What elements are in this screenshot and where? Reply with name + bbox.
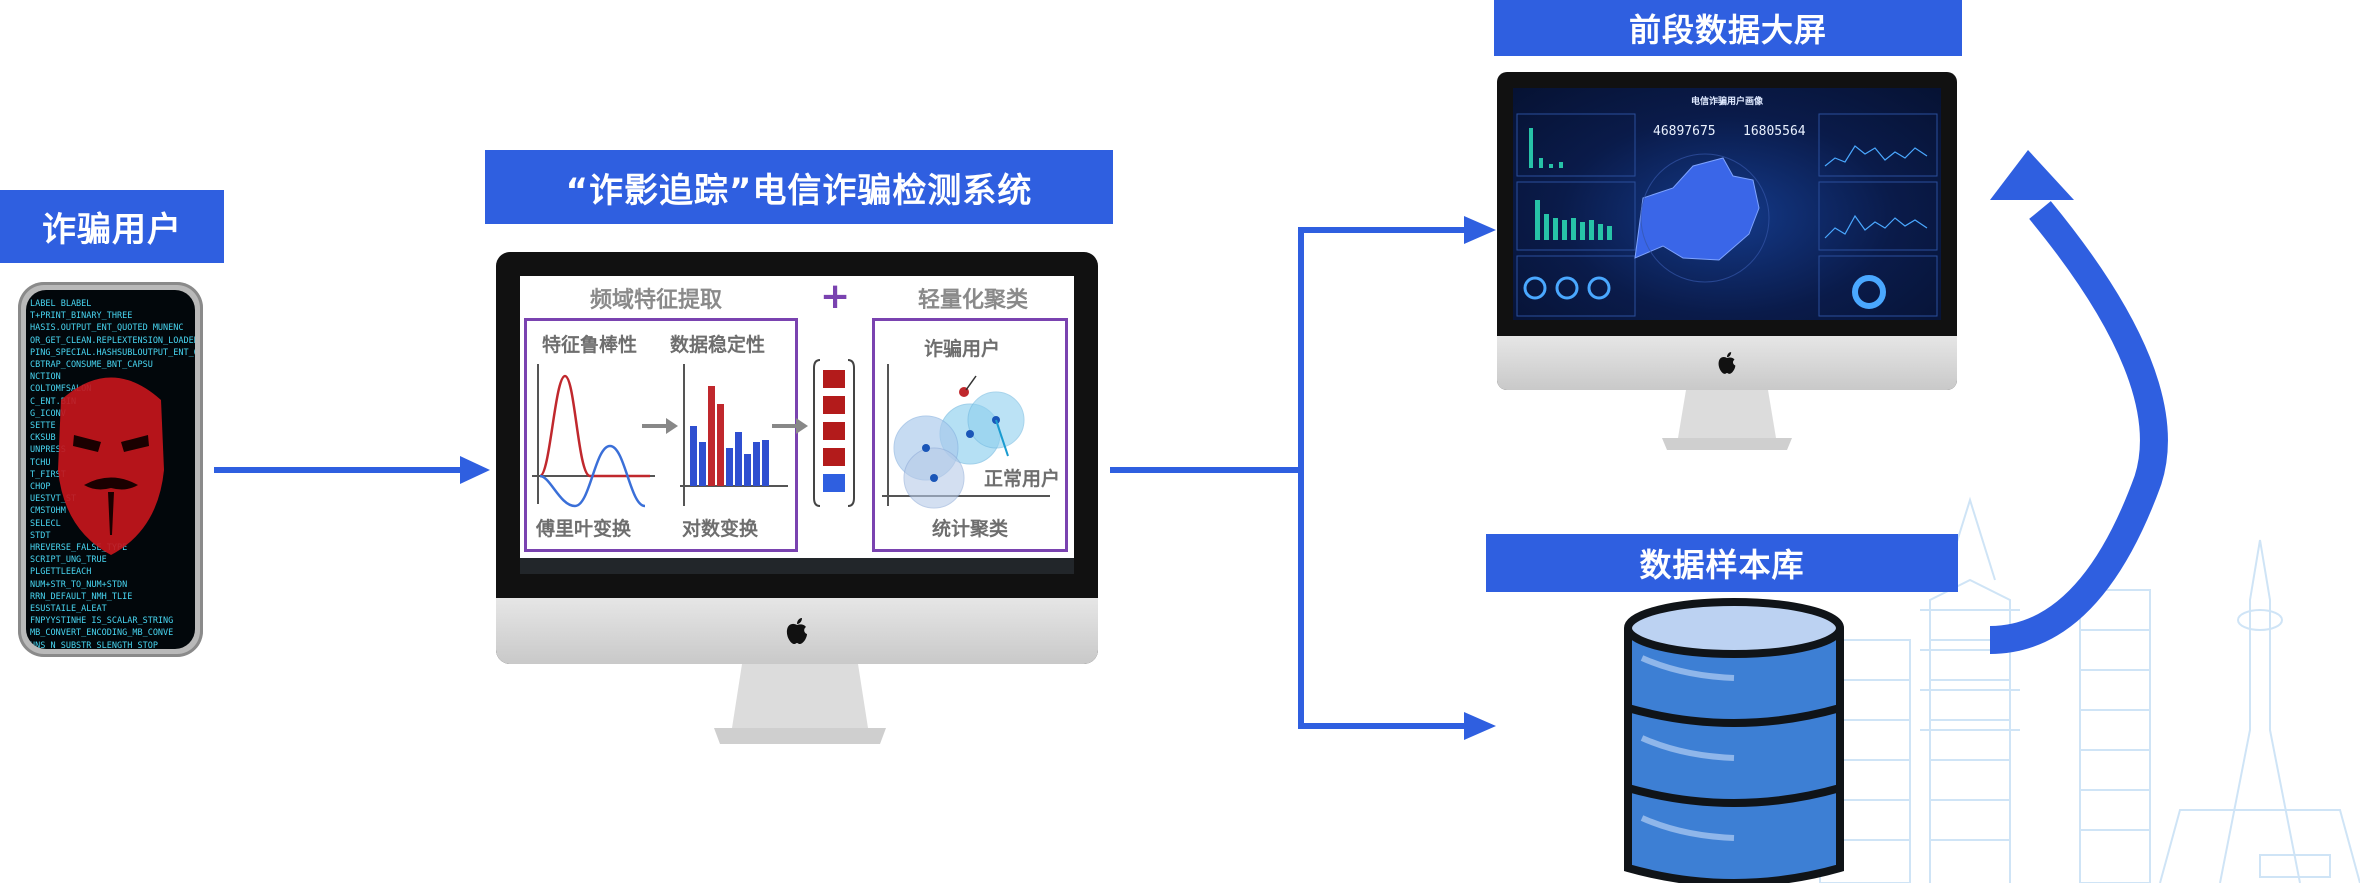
branch-arrows xyxy=(1110,216,1496,740)
fourier-label: 傅里叶变换 xyxy=(536,518,632,540)
phone-code-line: SELECL xyxy=(30,518,61,529)
phone-code-line: ESUSTAILE_ALEAT xyxy=(30,604,107,615)
apple-logo-icon xyxy=(786,618,807,644)
curved-feedback-arrow xyxy=(1989,150,2168,654)
normal-user-label: 正常用户 xyxy=(984,468,1061,490)
frontend-title: 前段数据大屏 xyxy=(1628,11,1827,49)
cluster-scatter-chart xyxy=(882,364,1050,509)
phone-code-line: HASIS.OUTPUT_ENT_QUOTED MUNENC xyxy=(30,323,184,334)
fourier-wave-chart xyxy=(532,364,655,508)
phone-code-line: NUM+STR_TO_NUM+STDN xyxy=(30,579,128,590)
clustering-panel xyxy=(872,318,1068,552)
dashboard-monitor: 电信诈骗用户画像 46897675 16805564 xyxy=(1497,72,1957,390)
phone-code-line: CMSTOHM xyxy=(30,506,66,517)
dashboard-screen: 电信诈骗用户画像 46897675 16805564 xyxy=(1513,88,1941,320)
dashboard-widgets xyxy=(1516,113,1938,317)
dashboard-number-2: 16805564 xyxy=(1743,124,1806,139)
feature-robust-label: 特征鲁棒性 xyxy=(542,334,638,356)
phone-code-line: NCTION xyxy=(30,372,61,383)
feature-extraction-panel xyxy=(524,318,798,552)
arrow-right-icon xyxy=(642,418,678,434)
plus-sign: + xyxy=(820,276,851,317)
data-stable-label: 数据稳定性 xyxy=(670,334,766,356)
fraud-user-banner: 诈骗用户 xyxy=(0,190,224,263)
phone-code-line: T_FIRST xyxy=(30,469,66,480)
phone-code-line: TCHU xyxy=(30,457,51,468)
arrow-to-system xyxy=(214,456,490,484)
log-transform-label: 对数变换 xyxy=(682,518,759,540)
phone-code-line: MB_CONVERT_ENCODING_MB_CONVE xyxy=(30,628,174,639)
phone-code-line: PLGETTLEEACH xyxy=(30,567,92,578)
phone-code-line: HREVERSE_FALSE_TYPE xyxy=(30,543,128,554)
monitor-chin xyxy=(496,598,1098,664)
system-screen: 频域特征提取 特征鲁棒性 数据稳定性 傅里叶变换 对数变换 xyxy=(520,276,1074,574)
phone-code-line: UNS_N SUBSTR_SLENGTH_STOP xyxy=(30,640,158,649)
statistic-cluster-label: 统计聚类 xyxy=(932,518,1009,540)
dashboard-number-1: 46897675 xyxy=(1653,124,1716,139)
panel-left-title: 频域特征提取 xyxy=(590,288,723,313)
phone-code-line: SCRIPT_UNG_TRUE xyxy=(30,555,107,566)
phone-code-line: OR_GET_CLEAN.REPLEXTENSION_LOADED xyxy=(30,335,195,346)
database-banner: 数据样本库 xyxy=(1486,534,1958,592)
log-bar-chart xyxy=(680,364,788,506)
apple-logo-icon xyxy=(1718,352,1736,374)
frontend-banner: 前段数据大屏 xyxy=(1494,0,1962,56)
arrow-right-icon xyxy=(772,418,808,434)
dashboard-monitor-chin xyxy=(1497,336,1957,390)
phone-code-line: LABEL BLABEL xyxy=(30,299,92,309)
system-title: “诈影追踪”电信诈骗检测系统 xyxy=(565,170,1033,211)
phone-code-line: RRN_DEFAULT_NMH_TLIE xyxy=(30,591,133,602)
phone-code-line: G_ICONV xyxy=(30,408,66,419)
monitor-stand xyxy=(714,664,886,744)
phone-code-line: C_ENT.BIN xyxy=(30,396,77,407)
phone-code-line: STDT xyxy=(30,530,51,541)
fraud-user-title: 诈骗用户 xyxy=(42,210,182,250)
system-monitor: 频域特征提取 特征鲁棒性 数据稳定性 傅里叶变换 对数变换 xyxy=(496,252,1098,664)
screen-taskbar xyxy=(520,558,1074,574)
phone-code-line: UNPRESS xyxy=(30,445,66,456)
phone-code-line: CKSUB xyxy=(30,433,56,444)
system-banner: “诈影追踪”电信诈骗检测系统 xyxy=(485,150,1113,224)
feature-vector-icon xyxy=(813,359,855,507)
phone-code-line: T+PRINT_BINARY_THREE xyxy=(30,311,133,322)
database-icon xyxy=(1624,598,1844,883)
phone-code-line: CBTRAP_CONSUME_BNT_CAPSU xyxy=(30,360,153,371)
dashboard-monitor-stand xyxy=(1662,390,1792,450)
phone-code-line: PING_SPECIAL.HASHSUBLOUTPUT_ENT_Q xyxy=(30,347,195,358)
phone-code-line: SETTE xyxy=(30,421,56,432)
database-title: 数据样本库 xyxy=(1639,546,1805,584)
phone-code-line: FNPYYSTINHE IS_SCALAR_STRING xyxy=(30,616,174,627)
panel-right-title: 轻量化聚类 xyxy=(918,288,1029,313)
dashboard-title: 电信诈骗用户画像 xyxy=(1690,97,1763,107)
phone-code-line: COLTOMFSALON xyxy=(30,384,92,395)
anonymous-mask-icon xyxy=(58,377,164,555)
fraud-user-label: 诈骗用户 xyxy=(924,338,1001,360)
phone-code-line: CHOP xyxy=(30,482,51,493)
phone-code-line: UESTVT_ST xyxy=(30,494,77,505)
